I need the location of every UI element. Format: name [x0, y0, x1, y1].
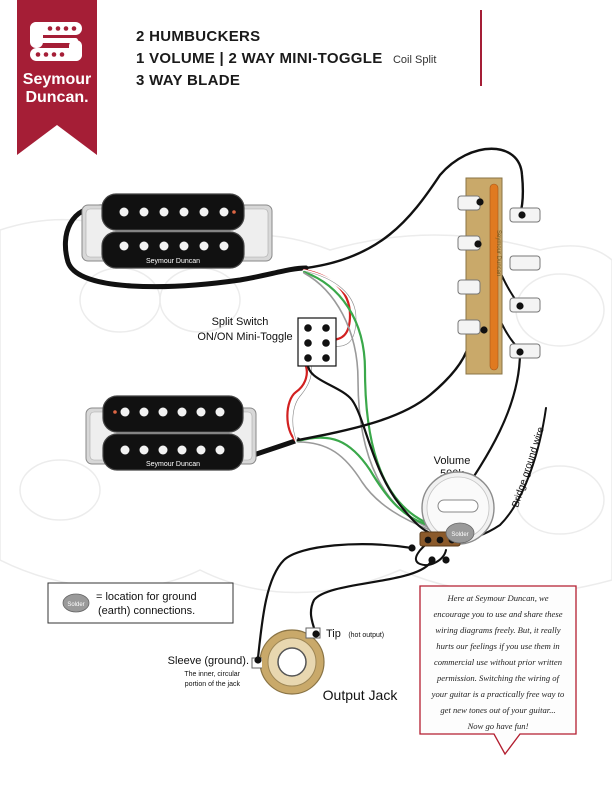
bridge-pickup-brand: Seymour Duncan [146, 461, 200, 468]
volume-pot: Volume 500k Solder [408, 455, 495, 564]
jack-sleeve-note-1: The inner, circular [184, 671, 240, 678]
legend-line1: = location for ground [96, 591, 197, 603]
jack-tip-note: (hot output) [348, 632, 384, 639]
note-line-4: hurts our feelings if you use them in [436, 641, 559, 651]
logo-s-icon [30, 22, 82, 61]
note-line-7: your guitar is a practically free way to [431, 689, 565, 699]
split-switch-lugs [304, 324, 330, 362]
blade-solder-points [474, 198, 526, 356]
blade-switch-label: Seymour Duncan [495, 230, 501, 276]
jack-tip-group: Tip (hot output) [326, 624, 384, 641]
neck-black-wire [304, 147, 525, 270]
split-switch: Split Switch ON/ON Mini-Toggle [197, 316, 337, 367]
split-switch-label-2: ON/ON Mini-Toggle [197, 331, 292, 343]
seymour-duncan-logo: Seymour Duncan. [17, 0, 97, 155]
bridge-humbucker-pickup: Seymour Duncan [85, 395, 257, 471]
bridge-pole-pieces [120, 407, 225, 455]
logo-line1: Seymour [23, 71, 91, 88]
volume-label: Volume [434, 455, 471, 467]
legend-solder-text: Solder [67, 602, 84, 608]
header-line2-group: 1 VOLUME | 2 WAY MINI-TOGGLE Coil Split [136, 50, 436, 67]
note-bubble: Here at Seymour Duncan, we encourage you… [419, 585, 577, 756]
note-line-6: permission. Switching the wiring of [436, 673, 561, 683]
split-switch-black-wire [306, 360, 430, 534]
bridge-bare-wire [297, 441, 431, 531]
note-lines: Here at Seymour Duncan, we encourage you… [431, 593, 565, 731]
bridge-green-wire [296, 436, 427, 526]
wiring [62, 147, 547, 660]
jack-sleeve-wire [256, 543, 414, 660]
note-line-2: encourage you to use and share these [433, 609, 562, 619]
jack-sleeve-label: Sleeve (ground). [168, 655, 249, 667]
blade-right-lugs [509, 207, 541, 359]
note-line-3: wiring diagrams freely. But, it really [435, 625, 560, 635]
header-line1: 2 HUMBUCKERS [136, 28, 260, 45]
neck-start-marker [232, 210, 236, 214]
header-line2: 1 VOLUME | 2 WAY MINI-TOGGLE [136, 50, 383, 67]
split-switch-label-1: Split Switch [212, 316, 269, 328]
background-guitar-outline [0, 218, 612, 595]
volume-ground-wire [414, 539, 447, 566]
three-way-blade-switch: Seymour Duncan [457, 177, 541, 375]
header-line2-suffix: Coil Split [393, 54, 436, 66]
jack-name: Output Jack [323, 687, 399, 703]
neck-pickup-cable [62, 204, 309, 290]
neck-white-wire-outline [303, 270, 357, 347]
logo-line2: Duncan. [25, 89, 88, 106]
volume-solder-text: Solder [451, 532, 468, 538]
output-jack: Tip (hot output) Sleeve (ground). The in… [168, 624, 399, 703]
jack-tip-label: Tip [326, 628, 341, 640]
split-switch-body [297, 317, 337, 367]
legend-box: Solder = location for ground (earth) con… [47, 582, 234, 624]
neck-humbucker-pickup: Seymour Duncan [81, 193, 273, 269]
header-line3: 3 WAY BLADE [136, 72, 240, 89]
legend-line2: (earth) connections. [98, 605, 195, 617]
note-line-8: get new tones out of your guitar... [440, 705, 555, 715]
note-line-1: Here at Seymour Duncan, we [446, 593, 548, 603]
neck-pickup-brand: Seymour Duncan [146, 258, 200, 265]
bridge-white-wire [291, 360, 314, 444]
note-line-5: commercial use without prior written [434, 657, 562, 667]
bridge-start-marker [113, 410, 117, 414]
header: 2 HUMBUCKERS 1 VOLUME | 2 WAY MINI-TOGGL… [136, 10, 482, 89]
neck-pole-pieces [119, 207, 229, 251]
jack-sleeve-note-2: portion of the jack [185, 681, 241, 688]
note-line-9: Now go have fun! [467, 721, 529, 731]
jack-tip-wire [309, 558, 434, 636]
volume-solder-spot [445, 522, 475, 544]
bridge-ground-label: Bridge ground wire [510, 425, 547, 509]
legend-solder-icon [62, 593, 90, 613]
bridge-red-wire [286, 360, 308, 443]
